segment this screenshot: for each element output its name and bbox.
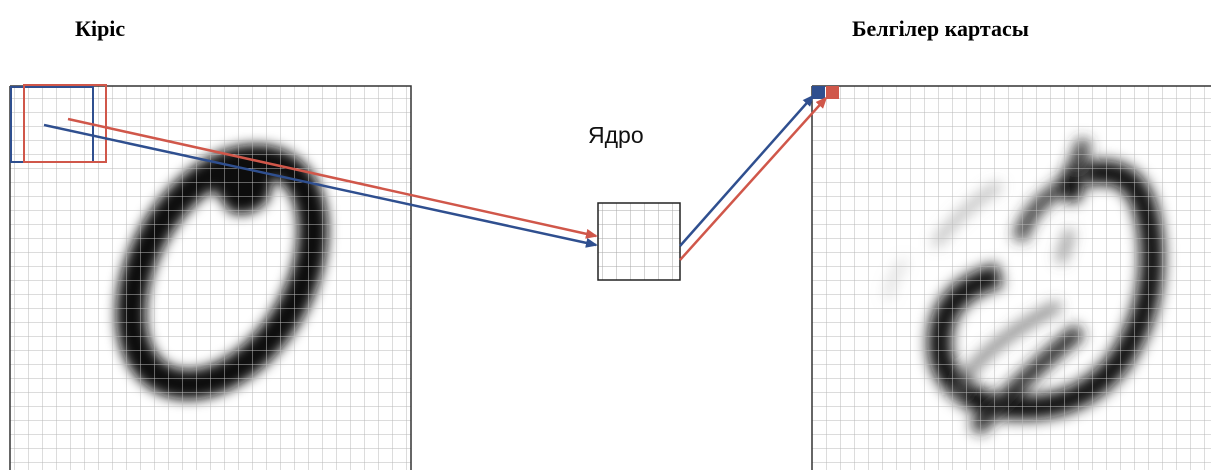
kernel-box	[597, 202, 681, 281]
blue-input-arrow	[43, 123, 598, 248]
feature-map-title: Белгілер картасы	[852, 16, 1029, 41]
input-title: Кіріс	[75, 16, 126, 41]
red-output-arrow	[679, 96, 828, 261]
input-grid	[10, 86, 411, 470]
kernel-label: Ядро	[588, 122, 644, 148]
feature-map-grid	[812, 86, 1211, 470]
blue-output-cell	[812, 86, 825, 99]
input-image	[9, 84, 412, 470]
red-output-cell	[826, 86, 839, 99]
red-kernel-window	[23, 84, 107, 163]
blue-output-arrow	[679, 94, 815, 247]
red-input-arrow	[67, 117, 598, 239]
feature-map-image	[811, 85, 1211, 470]
input-frame	[10, 85, 412, 470]
